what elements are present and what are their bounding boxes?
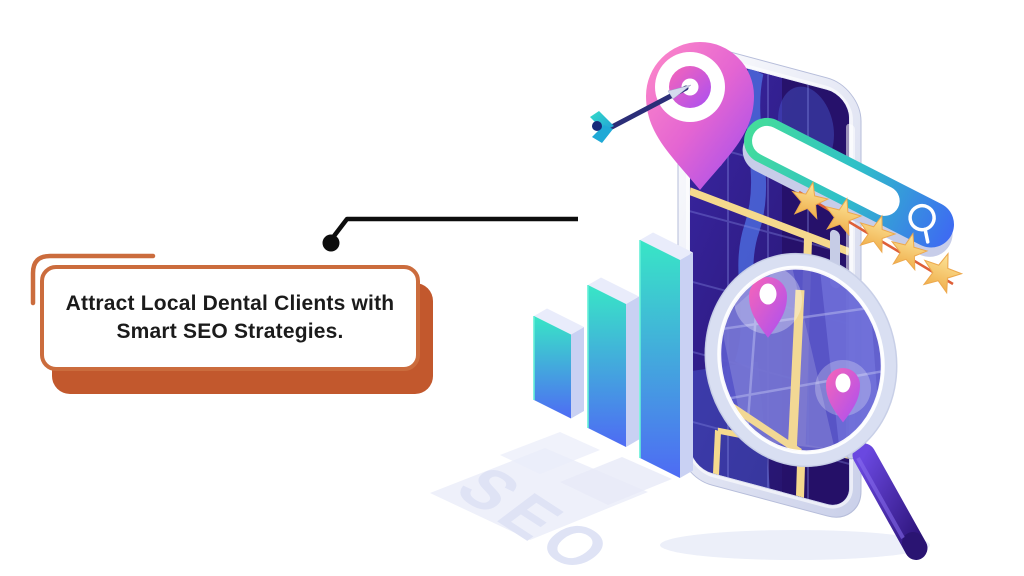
- dart-icon: [590, 84, 692, 143]
- bar-small: [533, 308, 584, 419]
- connector-line: [332, 216, 578, 238]
- connector-dot: [322, 234, 340, 252]
- callout-title-line1: Attract Local Dental Clients with: [65, 292, 395, 315]
- bar-chart: [533, 232, 693, 478]
- location-pin-icon: [646, 42, 754, 190]
- callout-echo-outline: [30, 253, 156, 306]
- connector: [322, 216, 578, 252]
- callout-box: Attract Local Dental Clients with Smart …: [40, 265, 420, 371]
- map-pin-icon: [815, 360, 871, 423]
- search-bar: [742, 117, 954, 257]
- ground-shadow: [430, 432, 930, 560]
- search-icon: [908, 203, 936, 244]
- bar-medium: [587, 277, 639, 447]
- magnifier-icon: [704, 252, 928, 560]
- callout-title-line2: Smart SEO Strategies.: [116, 320, 344, 343]
- star-rating: [787, 178, 967, 296]
- bar-tall: [639, 232, 693, 478]
- search-input: [752, 125, 900, 216]
